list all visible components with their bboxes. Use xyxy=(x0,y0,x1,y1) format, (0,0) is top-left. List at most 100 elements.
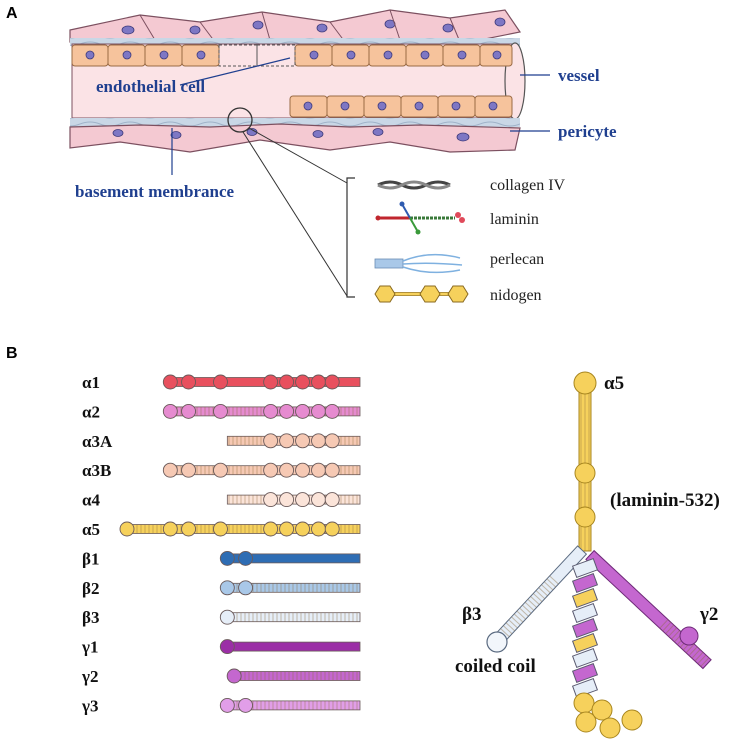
label-beta3: β3 xyxy=(462,604,482,625)
label-pericyte: pericyte xyxy=(558,122,617,141)
zoom-circle xyxy=(227,107,253,133)
globular-domain xyxy=(311,462,326,478)
globular-domain xyxy=(238,580,254,596)
globular-domain xyxy=(226,668,242,684)
endothelial-row-top xyxy=(71,44,513,67)
globular-domain xyxy=(279,521,295,537)
globular-domain xyxy=(162,462,178,478)
globular-domain xyxy=(295,374,311,390)
label-alpha5: α5 xyxy=(604,373,624,394)
chain-row: α2 xyxy=(82,402,361,421)
globular-domain xyxy=(263,374,279,390)
chain-label: α5 xyxy=(82,520,100,539)
globular-domain xyxy=(263,462,279,478)
globular-domain xyxy=(213,462,228,478)
globular-domain xyxy=(219,639,235,655)
chain-row: β3 xyxy=(82,608,361,627)
globular-domain xyxy=(324,492,340,508)
globular-domain xyxy=(279,492,295,508)
chain-stripes xyxy=(127,524,360,534)
globular-domain xyxy=(295,521,311,537)
legend-perlecan: perlecan xyxy=(490,251,544,268)
perlecan-icon xyxy=(374,253,463,274)
chain-label: β2 xyxy=(82,579,99,598)
globular-domain xyxy=(181,403,197,419)
globular-domain xyxy=(181,521,197,537)
laminin-chains: α1 α2 α3A α3B α4 α5 β1 β2 β3 γ1 γ2 γ3 xyxy=(81,373,361,715)
chain-stripes xyxy=(227,700,360,710)
chain-row: γ2 xyxy=(81,667,361,686)
zoom-line-bottom xyxy=(242,131,348,297)
chain-row: α3A xyxy=(82,432,361,451)
globular-domain xyxy=(295,462,311,478)
nidogen-icon xyxy=(374,285,469,303)
globular-domain xyxy=(311,433,326,449)
chain-row: α4 xyxy=(82,491,361,510)
chain-label: α1 xyxy=(82,373,100,392)
chain-bar xyxy=(226,641,361,652)
globular-domain xyxy=(213,374,228,390)
chain-label: β1 xyxy=(82,549,99,568)
globular-domain xyxy=(295,403,311,419)
globular-domain xyxy=(119,521,135,537)
chain-label: β3 xyxy=(82,608,99,627)
chain-stripes xyxy=(227,612,360,622)
globular-domain xyxy=(295,492,311,508)
globular-domain xyxy=(311,374,326,390)
chain-stripes xyxy=(227,583,360,593)
globular-domain xyxy=(263,492,279,508)
chain-label: γ3 xyxy=(81,696,98,715)
bottom-pericyte-row xyxy=(69,123,521,153)
laminin-icon xyxy=(375,201,465,235)
chain-row: β1 xyxy=(82,549,361,568)
label-coiled-coil: coiled coil xyxy=(455,656,536,677)
label-endothelial-cell: endothelial cell xyxy=(96,77,205,96)
globular-domain xyxy=(181,462,197,478)
globular-domain xyxy=(213,403,228,419)
label-vessel: vessel xyxy=(558,66,600,85)
zoom-line-top xyxy=(248,127,348,184)
globular-domain xyxy=(324,403,340,419)
legend-collagen-iv: collagen IV xyxy=(490,177,566,194)
globular-domain xyxy=(219,609,235,625)
globular-domain xyxy=(219,580,235,596)
globular-domain xyxy=(324,433,340,449)
globular-domain xyxy=(219,697,235,713)
chain-row: α3B xyxy=(82,461,361,480)
globular-domain xyxy=(213,521,228,537)
globular-domain xyxy=(295,433,311,449)
label-basement-membrane: basement membrance xyxy=(75,182,235,201)
collagen-icon xyxy=(377,180,451,190)
panel-b: B α1 α2 α3A α3B α4 α5 β1 β2 β3 γ1 γ2 γ3 xyxy=(6,345,720,739)
legend-bracket xyxy=(346,177,355,298)
globular-domain xyxy=(279,462,295,478)
chain-stripes xyxy=(234,671,360,681)
globular-domain xyxy=(279,374,295,390)
globular-domain xyxy=(324,521,340,537)
label-laminin-532: (laminin-532) xyxy=(610,490,720,511)
chain-label: α4 xyxy=(82,491,100,510)
chain-row: α5 xyxy=(82,520,361,539)
legend-laminin: laminin xyxy=(490,211,539,228)
globular-domain xyxy=(311,403,326,419)
globular-domain xyxy=(181,374,197,390)
chain-row: γ3 xyxy=(81,696,361,715)
globular-domain xyxy=(238,697,254,713)
panel-b-letter: B xyxy=(6,345,18,362)
globular-domain xyxy=(324,462,340,478)
endothelial-row-bottom xyxy=(289,95,513,118)
globular-domain xyxy=(324,374,340,390)
panel-a-letter: A xyxy=(6,5,18,22)
panel-a: A xyxy=(6,5,617,304)
chain-row: β2 xyxy=(82,579,361,598)
chain-row: α1 xyxy=(82,373,361,392)
globular-domain xyxy=(311,492,326,508)
chain-row: γ1 xyxy=(81,638,361,657)
legend-nidogen: nidogen xyxy=(490,287,542,304)
chain-label: α3B xyxy=(82,461,111,480)
laminin-532-model: α5 (laminin-532) β3 γ2 coiled coil xyxy=(455,371,720,739)
globular-domain xyxy=(263,433,279,449)
globular-domain xyxy=(238,550,254,566)
chain-label: α2 xyxy=(82,402,100,421)
globular-domain xyxy=(219,550,235,566)
